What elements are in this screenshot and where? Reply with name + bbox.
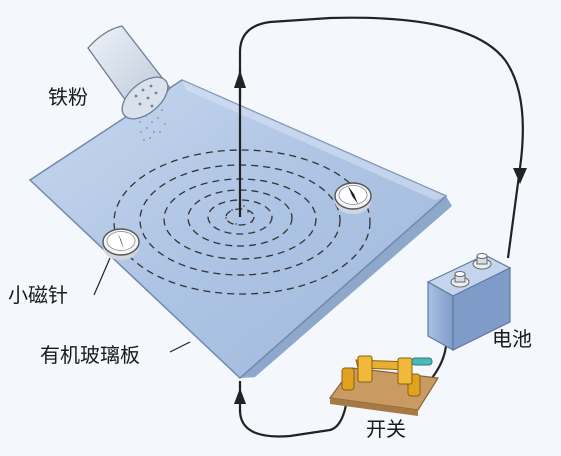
label-compass: 小磁针 xyxy=(8,283,68,307)
leader-board xyxy=(169,341,191,353)
plexiglass-board xyxy=(28,79,452,380)
wire-direction-arrow-up-bottom xyxy=(234,388,246,404)
label-switch: 开关 xyxy=(366,417,406,441)
compass-left-needle xyxy=(118,233,124,249)
compass-right-needle xyxy=(348,186,358,204)
battery-terminal-positive xyxy=(450,271,470,288)
knife-switch xyxy=(328,355,440,416)
wire-top xyxy=(238,16,524,259)
iron-filings-pattern xyxy=(225,205,253,225)
field-ring-6 xyxy=(113,149,371,295)
wire-direction-arrow-up xyxy=(234,70,246,88)
battery xyxy=(426,253,512,352)
compass-left xyxy=(102,228,140,260)
wire-bottom xyxy=(238,389,350,438)
leader-compass xyxy=(93,257,111,296)
field-ring-2 xyxy=(207,199,273,235)
label-plexiglass-board: 有机玻璃板 xyxy=(40,343,140,367)
battery-terminal-negative xyxy=(472,253,492,270)
iron-filings-shaker xyxy=(87,25,171,141)
wire-direction-arrow-right xyxy=(513,168,527,184)
label-iron-filings: 铁粉 xyxy=(48,85,88,109)
switch-handle xyxy=(411,357,433,366)
label-battery: 电池 xyxy=(492,327,532,351)
compass-right xyxy=(334,182,372,214)
